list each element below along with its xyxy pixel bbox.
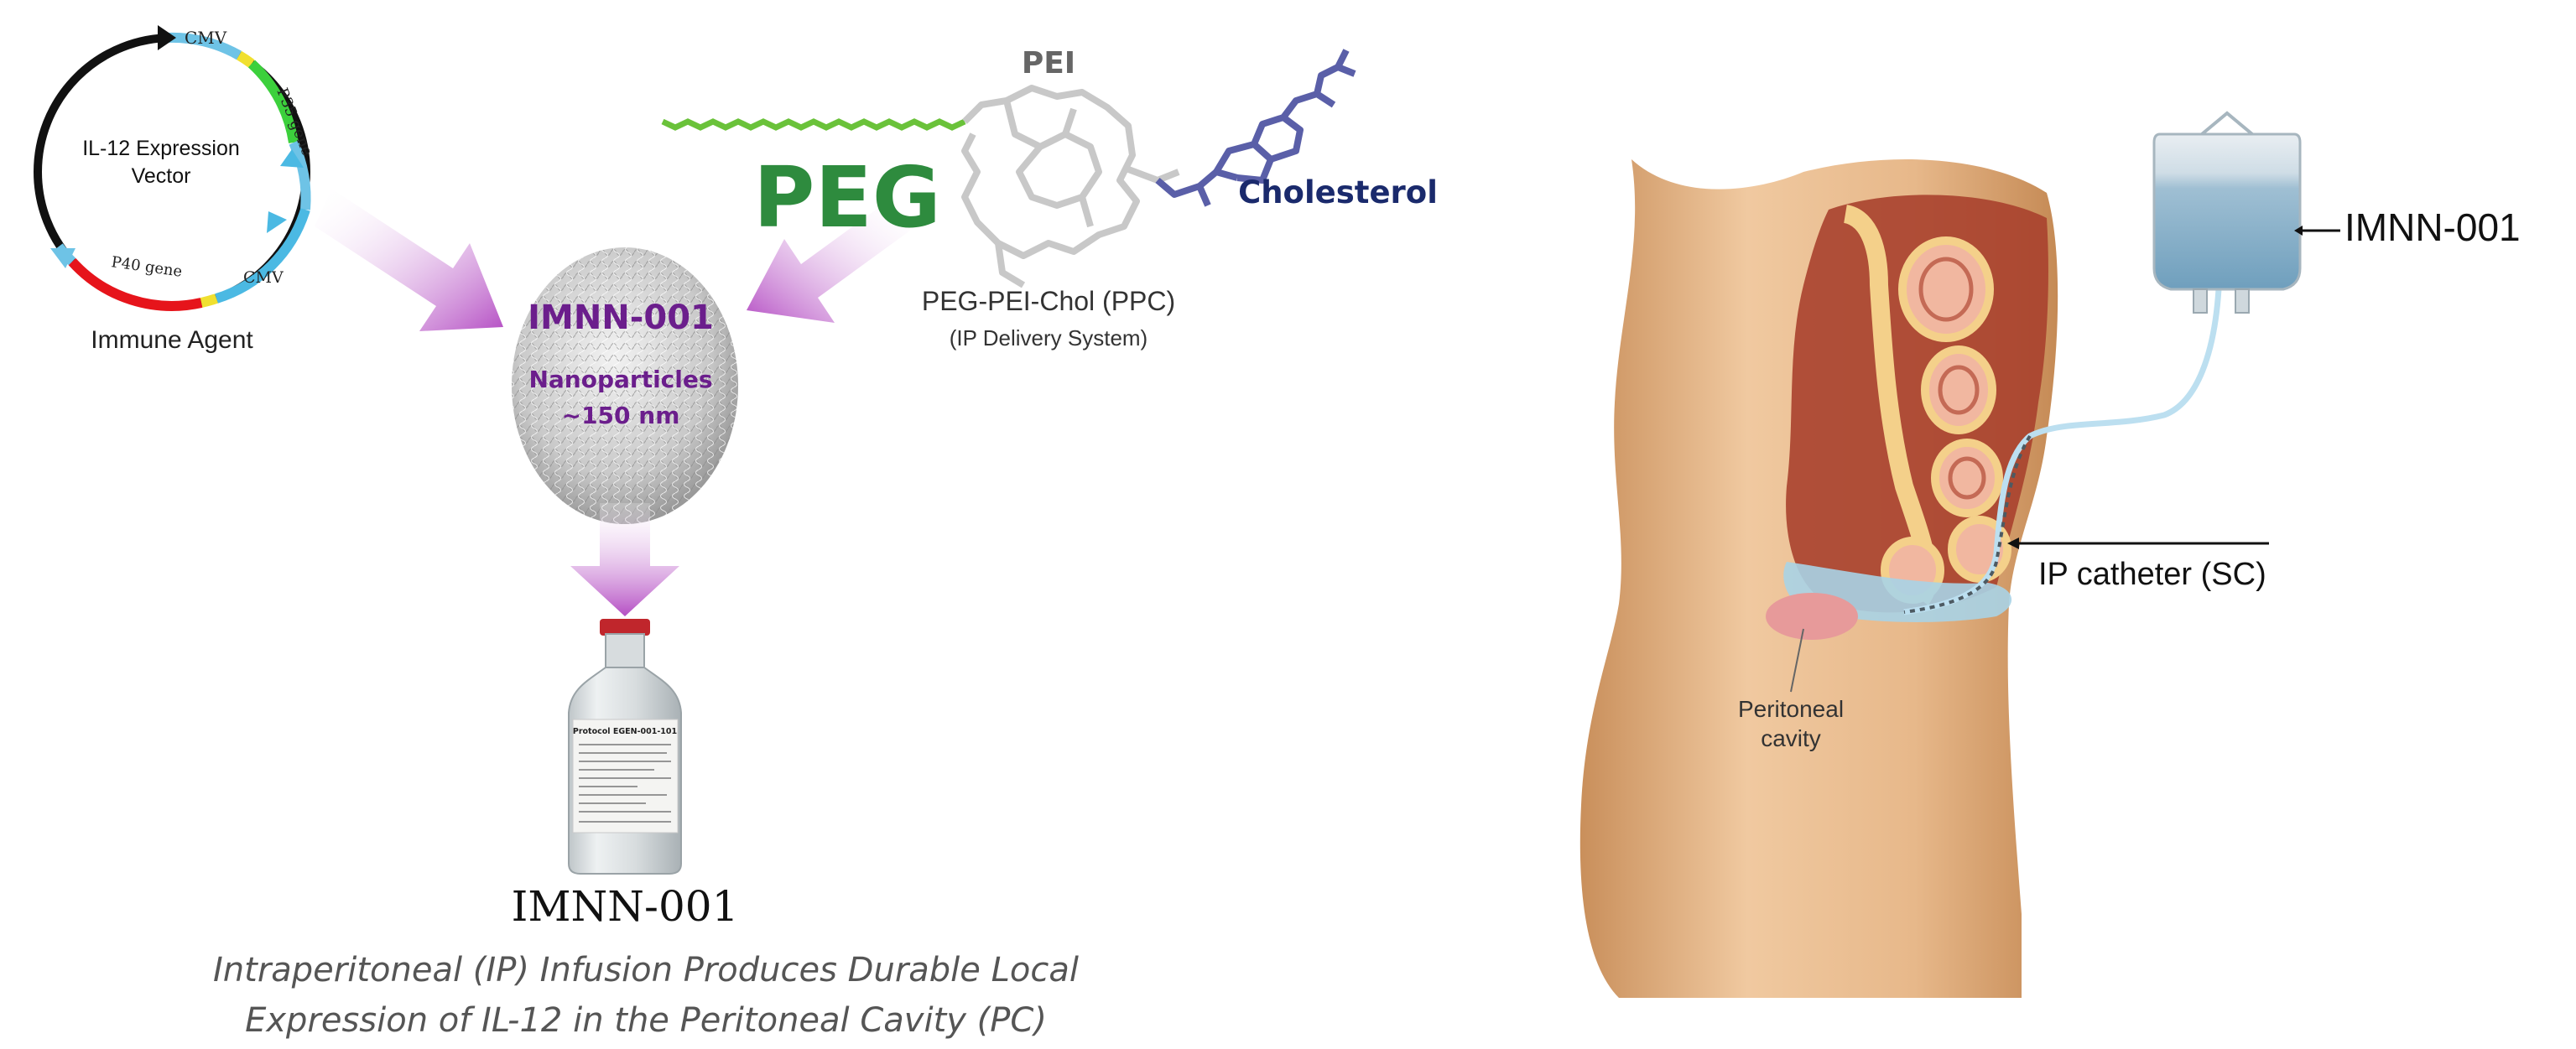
- product-tagline-1: Intraperitoneal (IP) Infusion Produces D…: [213, 951, 1079, 989]
- nanoparticle-name: IMNN-001: [528, 299, 714, 337]
- nanoparticle: IMNN-001 Nanoparticles ~150 nm: [512, 247, 738, 524]
- cholesterol-label: Cholesterol: [1238, 174, 1438, 210]
- nanoparticle-size: ~150 nm: [562, 402, 680, 429]
- arrow-head-3: [267, 211, 287, 233]
- product-vial: Protocol EGEN-001-101: [569, 619, 681, 874]
- plasmid-caption: Immune Agent: [91, 326, 253, 354]
- pei-label: PEI: [1022, 46, 1075, 80]
- marker-yellow-bottom: [201, 299, 216, 303]
- ppc-caption: PEG-PEI-Chol (PPC): [922, 286, 1175, 316]
- vial-label: [573, 719, 678, 833]
- anatomy-illustration: IMNN-001 IP catheter (SC) Peritoneal cav…: [1580, 113, 2521, 998]
- product-tagline-2: Expression of IL-12 in the Peritoneal Ca…: [245, 1001, 1047, 1040]
- iv-bag-hanger: [2202, 113, 2252, 134]
- lower-organ: [1766, 593, 1858, 640]
- bag-label: IMNN-001: [2344, 205, 2521, 249]
- marker-yellow-top: [239, 55, 252, 64]
- cmv-bottom-label: CMV: [243, 268, 284, 287]
- p40-label: P40 gene: [110, 253, 183, 281]
- ppc-subcaption: (IP Delivery System): [950, 325, 1147, 351]
- arrow-head-1: [158, 25, 176, 50]
- cmv-top-label: CMV: [185, 28, 227, 48]
- product-name: IMNN-001: [512, 882, 739, 931]
- catheter-label: IP catheter (SC): [2038, 557, 2266, 592]
- peg-chain: [663, 122, 965, 127]
- cavity-label-line2: cavity: [1761, 725, 1821, 751]
- cavity-label-line1: Peritoneal: [1738, 696, 1844, 722]
- pei-network: [965, 88, 1179, 285]
- arrow-nano-to-vial: [570, 503, 679, 616]
- vial-neck: [606, 634, 644, 667]
- vial-label-title: Protocol EGEN-001-101: [573, 727, 677, 736]
- iv-bag-port-1: [2194, 289, 2207, 313]
- nanoparticle-line2: Nanoparticles: [528, 366, 712, 393]
- peg-label: PEG: [753, 148, 941, 247]
- iv-bag: [2154, 134, 2300, 289]
- arrow-plasmid-to-nano: [315, 189, 503, 331]
- plasmid-center-line1: IL-12 Expression: [82, 137, 240, 160]
- iv-bag-port-2: [2235, 289, 2249, 313]
- plasmid-center-line2: Vector: [132, 164, 191, 188]
- plasmid-diagram: IL-12 Expression Vector CMV P35 gene CMV…: [38, 25, 316, 354]
